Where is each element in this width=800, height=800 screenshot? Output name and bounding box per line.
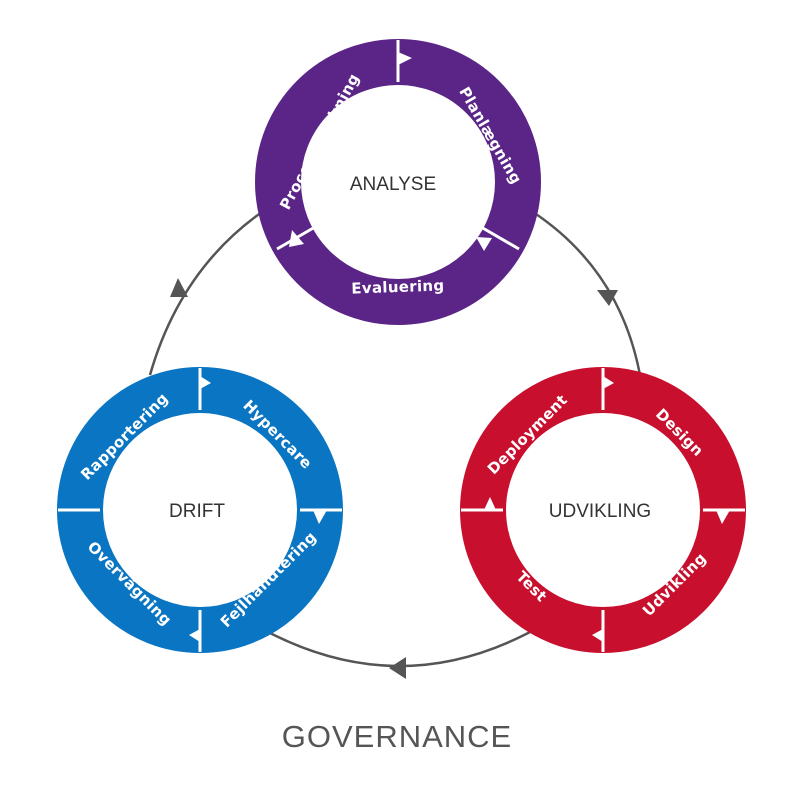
governance-title: GOVERNANCE [282, 719, 512, 754]
cycle-analyse: ANALYSE Procesafdækning Planlægning Eval… [255, 39, 541, 325]
cycle-drift: DRIFT Rapportering Hypercare Fejlhåndter… [57, 367, 343, 653]
cycle-udvikling: UDVIKLING Deployment Design Udvikling Te… [460, 367, 746, 653]
segment-notches [484, 376, 730, 642]
segment-label-evaluering: Evaluering [351, 276, 445, 297]
segment-notches [289, 52, 492, 251]
connector-analyse-to-udvikling [532, 210, 642, 376]
connector-udvikling-to-drift [267, 630, 531, 668]
arrow-to-drift-icon [389, 657, 406, 679]
connector-drift-to-analyse [148, 210, 263, 376]
cycle-label-udvikling: UDVIKLING [549, 501, 651, 522]
connectors [148, 210, 642, 679]
cycle-label-drift: DRIFT [169, 501, 225, 522]
cycle-label-analyse: ANALYSE [350, 174, 436, 195]
arrow-to-analyse-icon [170, 278, 188, 297]
segment-notches [189, 376, 327, 642]
arrow-to-udvikling-icon [597, 290, 618, 306]
